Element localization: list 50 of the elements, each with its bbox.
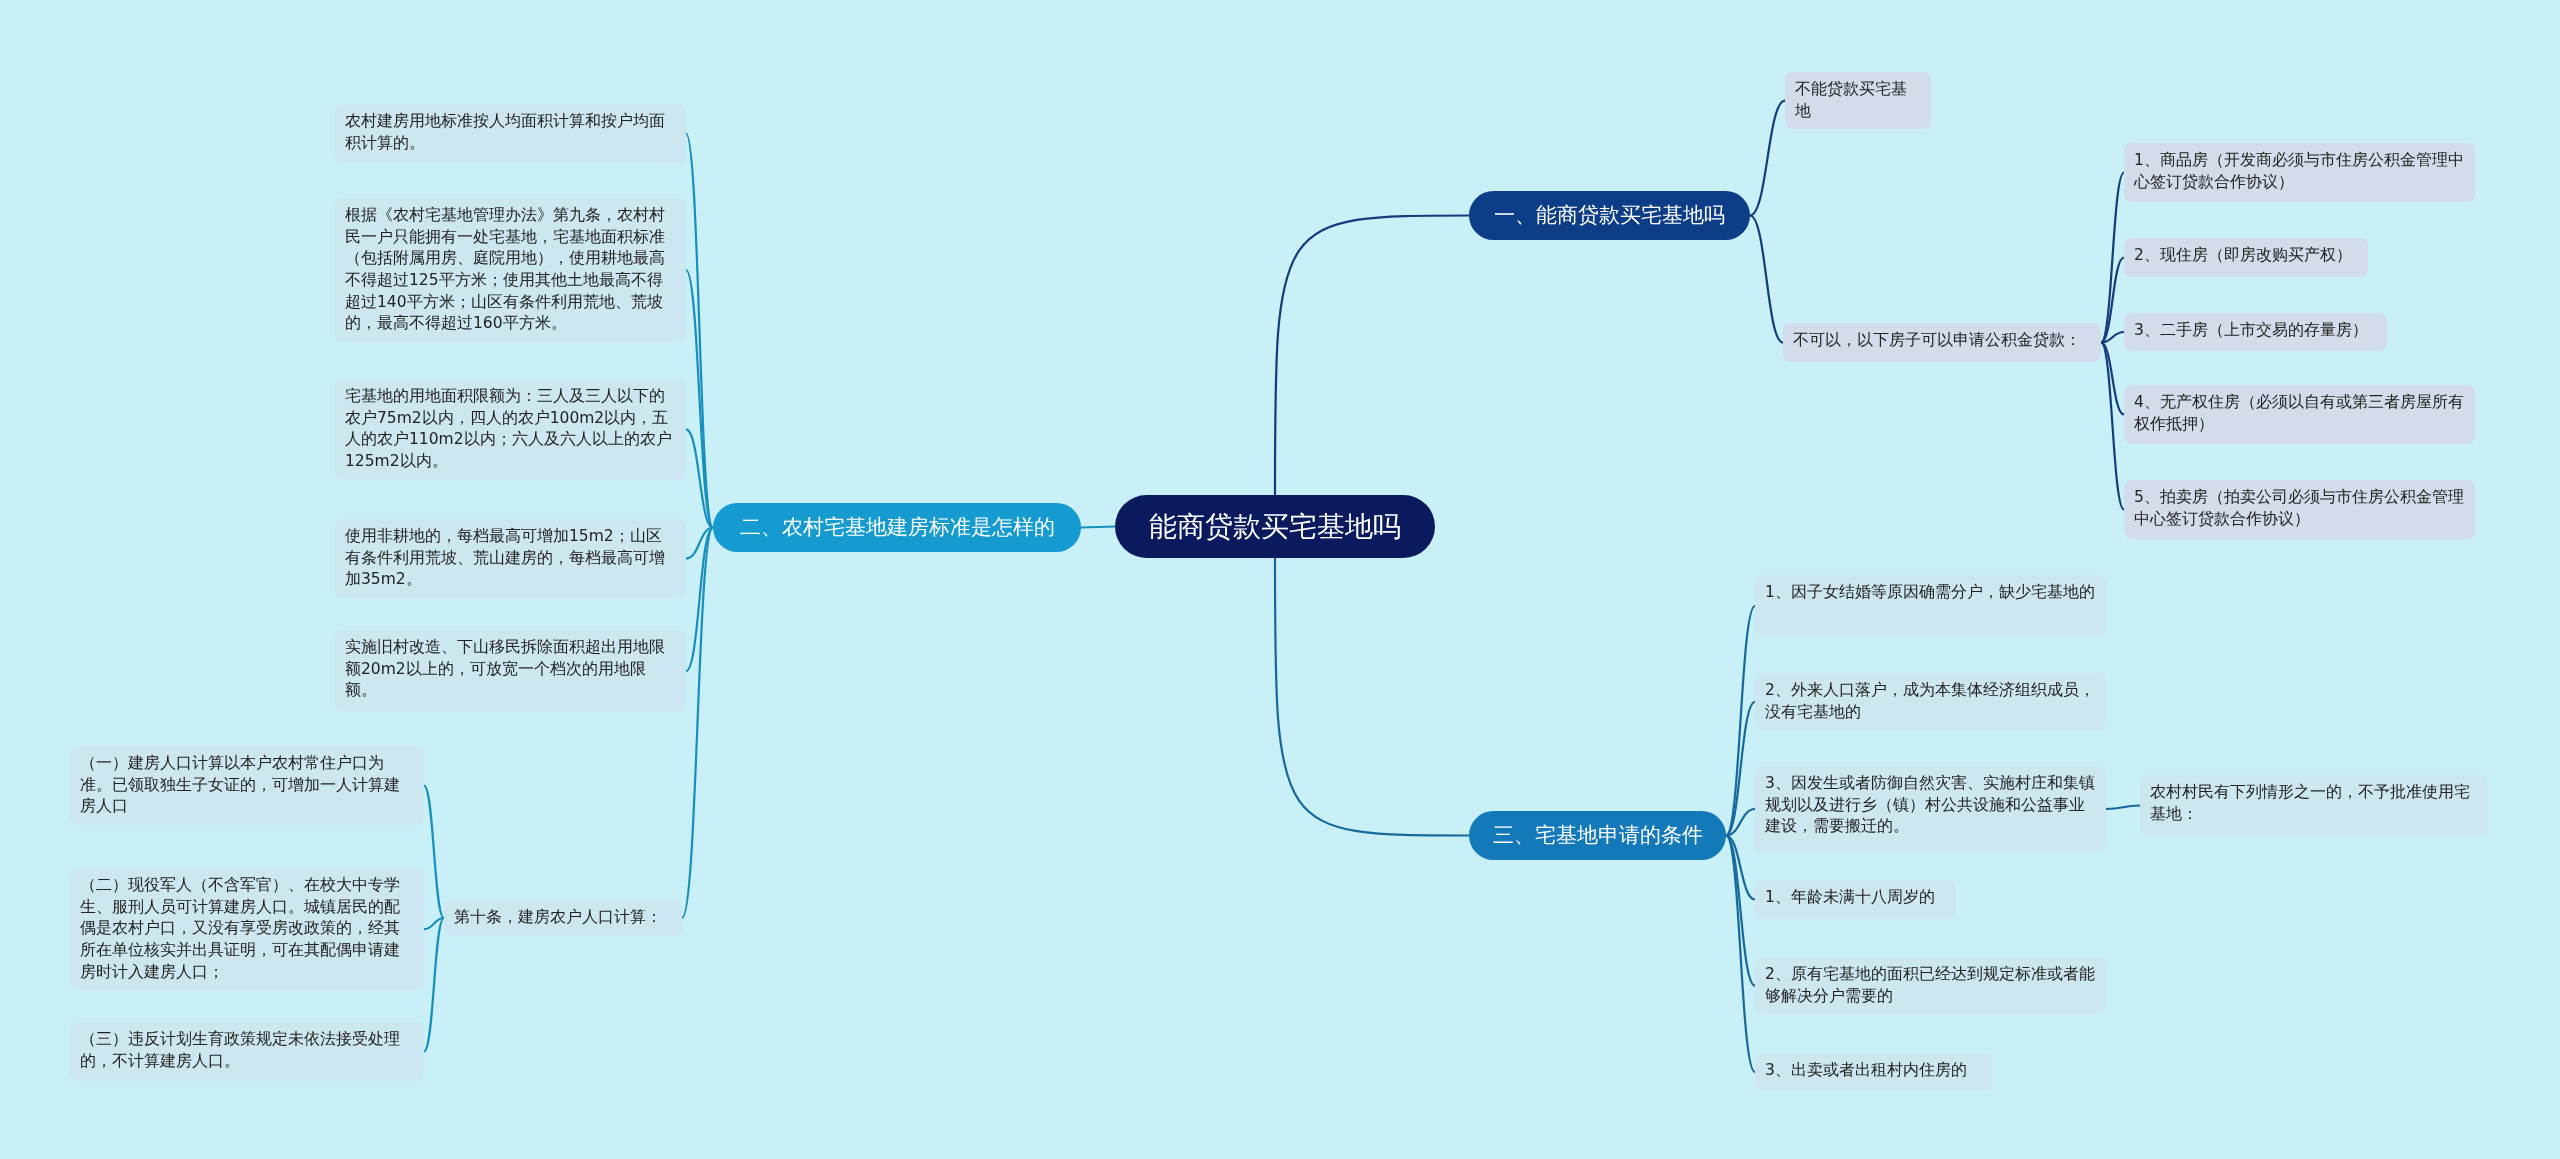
topic-box: 二、农村宅基地建房标准是怎样的 [713, 503, 1081, 552]
note-box: 不能贷款买宅基地 [1785, 72, 1931, 130]
connector [423, 784, 445, 919]
connector [1749, 214, 1784, 344]
connector [423, 916, 445, 931]
connector [2100, 341, 2125, 511]
connector [1725, 807, 1756, 837]
connector [684, 133, 715, 528]
central-topic: 能商贷款买宅基地吗 [1115, 495, 1435, 558]
connector [1273, 214, 1469, 495]
connector [685, 526, 714, 672]
note-box: （二）现役军人（不含军官）、在校大中专学生、服刑人员可计算建房人口。城镇居民的配偶是农村户口，又没有享受房改政策的，经其所在单位核实并出具证明，可在其配偶申请建房时计入建房人口； [70, 868, 424, 991]
connector [2100, 341, 2125, 416]
connector [681, 527, 714, 919]
note-box: 根据《农村宅基地管理办法》第九条，农村村民一户只能拥有一处宅基地，宅基地面积标准（包括附属用房、庭院用地），使用耕地最高不得超过125平方米；使用其他土地最高不得超过140平方米；山区有条件利用荒地、荒坡的，最高不得超过160平方米。 [335, 198, 686, 343]
topic-box: 三、宅基地申请的条件 [1469, 811, 1726, 860]
note-box: 1、因子女结婚等原因确需分户，缺少宅基地的 [1755, 575, 2106, 637]
note-box: 2、外来人口落户，成为本集体经济组织成员，没有宅基地的 [1755, 673, 2106, 731]
connector [1273, 558, 1469, 837]
note-box: 2、现住房（即房改购买产权） [2124, 238, 2368, 277]
connector [1725, 834, 1756, 1073]
connector [2100, 171, 2125, 344]
note-box: 不可以，以下房子可以申请公积金贷款： [1783, 323, 2101, 362]
note-box: 宅基地的用地面积限额为：三人及三人以下的农户75m2以内，四人的农户100m2以内，五人的农户110m2以内；六人及六人以上的农户125m2以内。 [335, 379, 686, 480]
connector [2100, 256, 2125, 344]
note-box: 5、拍卖房（拍卖公司必须与市住房公积金管理中心签订贷款合作协议） [2124, 480, 2475, 539]
connector [1725, 605, 1756, 837]
connector [1725, 701, 1756, 837]
connector [685, 526, 714, 560]
note-box: 3、二手房（上市交易的存量房） [2124, 313, 2387, 351]
note-box: 2、原有宅基地的面积已经达到规定标准或者能够解决分户需要的 [1755, 957, 2106, 1015]
note-box: 1、商品房（开发商必须与市住房公积金管理中心签订贷款合作协议） [2124, 143, 2475, 202]
note-box: 4、无产权住房（必须以自有或第三者房屋所有权作抵押） [2124, 385, 2475, 444]
connector [2100, 330, 2125, 344]
connector [1080, 525, 1116, 529]
connector [2106, 804, 2140, 811]
note-box: 农村建房用地标准按人均面积计算和按户均面积计算的。 [335, 104, 686, 163]
topic-box: 一、能商贷款买宅基地吗 [1469, 191, 1750, 240]
note-box: 农村村民有下列情形之一的，不予批准使用宅基地： [2140, 775, 2488, 836]
note-box: 1、年龄未满十八周岁的 [1755, 880, 1956, 919]
note-box: 3、因发生或者防御自然灾害、实施村庄和集镇规划以及进行乡（镇）村公共设施和公益事业建设，需要搬迁的。 [1755, 766, 2106, 852]
note-box: （三）违反计划生育政策规定未依法接受处理的，不计算建房人口。 [70, 1022, 424, 1081]
connector [423, 917, 445, 1053]
note-box: 3、出卖或者出租村内住房的 [1755, 1053, 1992, 1091]
note-box: （一）建房人口计算以本户农村常住户口为准。已领取独生子女证的，可增加一人计算建房人口 [70, 746, 424, 826]
note-box: 第十条，建房农户人口计算： [444, 900, 682, 936]
connector [1749, 99, 1786, 217]
note-box: 实施旧村改造、下山移民拆除面积超出用地限额20m2以上的，可放宽一个档次的用地限额。 [335, 630, 686, 712]
connector [685, 428, 714, 529]
note-box: 使用非耕地的，每档最高可增加15m2；山区有条件利用荒坡、荒山建房的，每档最高可增加35m2。 [335, 519, 686, 599]
